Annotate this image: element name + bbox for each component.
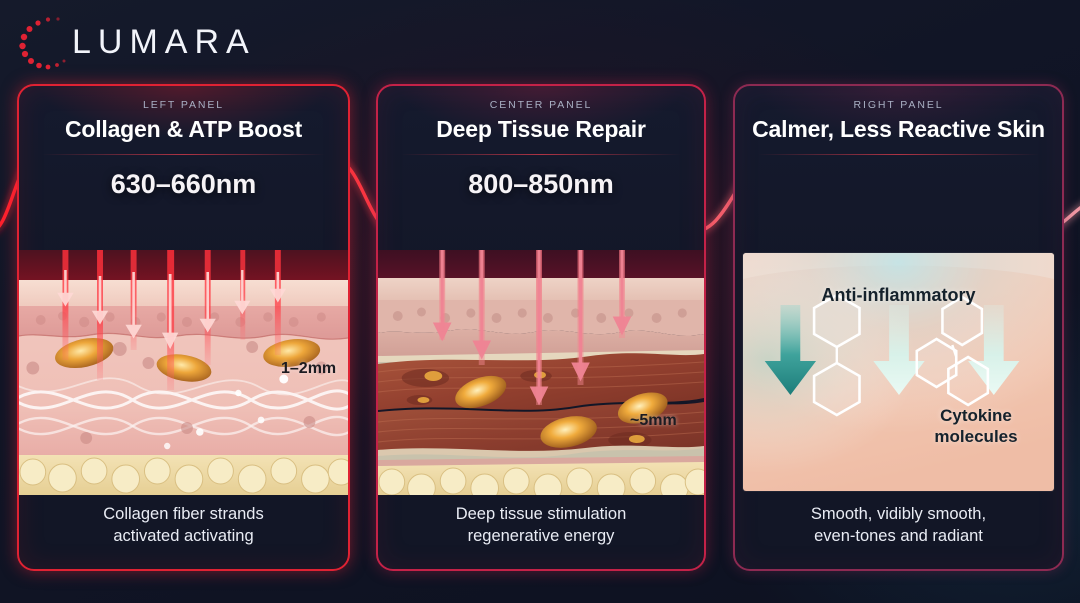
cytokine-line-1: Cytokine xyxy=(940,406,1012,425)
brand-logo: LUMARA xyxy=(14,12,254,74)
panel-right-kicker: RIGHT PANEL xyxy=(853,99,944,111)
depth-label-left: 1–2mm xyxy=(281,360,337,377)
panel-right-header: RIGHT PANEL Calmer, Less Reactive Skin xyxy=(735,86,1062,155)
molecule-hexagons xyxy=(812,293,990,417)
panel-center-wavelength: 800–850nm xyxy=(468,169,614,199)
panel-center-divider xyxy=(400,154,682,155)
panel-left-title: Collagen & ATP Boost xyxy=(64,116,303,142)
caption-line-2: regenerative energy xyxy=(467,527,615,545)
panel-left-kicker: LEFT PANEL xyxy=(142,99,225,111)
panel-right-title: Calmer, Less Reactive Skin xyxy=(752,116,1045,142)
panel-right-divider xyxy=(757,154,1040,155)
penetration-arrows xyxy=(57,270,287,350)
panel-left-header: LEFT PANEL Collagen & ATP Boost xyxy=(19,86,348,155)
mitochondria-group xyxy=(455,375,668,448)
panel-left-divider xyxy=(42,154,325,155)
muscle-layers-illustration xyxy=(378,250,704,495)
caption-line-2: even-tones and radiant xyxy=(814,527,983,545)
lumara-dot-arc-icon xyxy=(19,17,66,70)
skin-layers-illustration xyxy=(19,250,348,495)
skin-cross-section-left: 1–2mm xyxy=(19,250,348,495)
caption-line-2: activated activating xyxy=(113,527,254,545)
panel-left-caption: Collagen fiber strands activated activat… xyxy=(19,503,348,547)
brand-name: LUMARA xyxy=(72,23,256,61)
panel-center[interactable]: CENTER PANEL Deep Tissue Repair 800–850n… xyxy=(376,84,706,571)
panel-right[interactable]: RIGHT PANEL Calmer, Less Reactive Skin xyxy=(733,84,1064,571)
cytokine-molecules-label: Cytokine molecules xyxy=(911,405,1041,447)
panel-left-wavelength: 630–660nm xyxy=(110,169,257,199)
panel-center-header: CENTER PANEL Deep Tissue Repair xyxy=(378,86,704,155)
panel-center-title: Deep Tissue Repair xyxy=(436,116,646,142)
downward-arrows xyxy=(764,305,1020,395)
panel-left[interactable]: LEFT PANEL Collagen & ATP Boost 630–660n… xyxy=(17,84,350,571)
skin-surface-molecules xyxy=(743,253,1054,491)
depth-label-center: ~5mm xyxy=(630,412,677,429)
penetration-arrows xyxy=(432,250,632,406)
calm-skin-illustration: Anti-inflammatory Cytokine molecules xyxy=(743,253,1054,491)
skin-cross-section-center: ~5mm xyxy=(378,250,704,495)
caption-line-1: Deep tissue stimulation xyxy=(455,505,627,523)
panel-center-kicker: CENTER PANEL xyxy=(489,99,593,111)
panel-center-caption: Deep tissue stimulation regenerative ene… xyxy=(378,503,704,547)
panel-right-caption: Smooth, vidibly smooth, even-tones and r… xyxy=(735,503,1062,547)
caption-line-1: Collagen fiber strands xyxy=(103,505,264,523)
cytokine-line-2: molecules xyxy=(934,427,1018,446)
anti-inflammatory-label: Anti-inflammatory xyxy=(821,285,976,305)
collagen-activation-sparkles xyxy=(164,374,289,450)
caption-line-1: Smooth, vidibly smooth, xyxy=(810,505,987,523)
